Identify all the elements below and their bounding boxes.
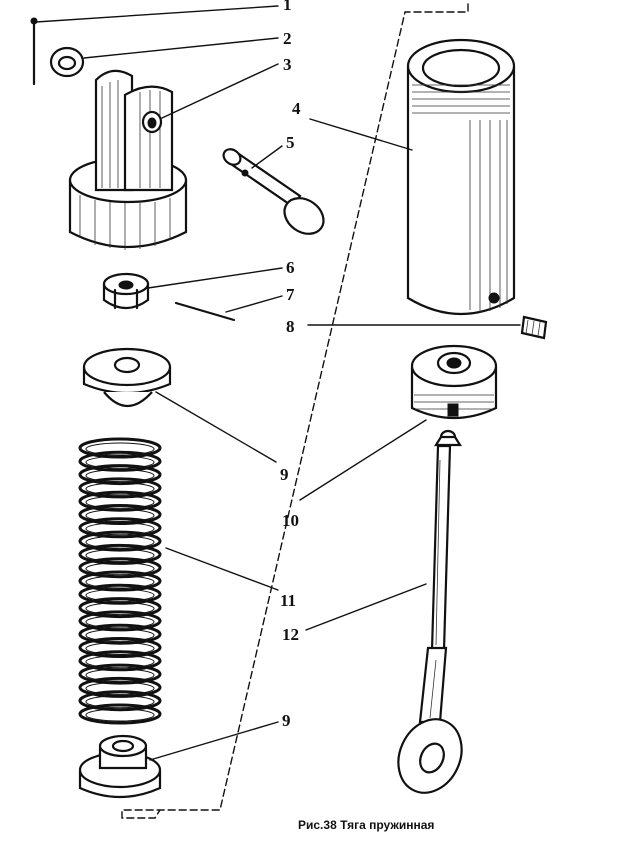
spring-coil-inner [85,495,155,509]
spring-coil-inner [85,602,155,616]
spring-coil [78,450,162,472]
spring-coil-inner [85,535,155,549]
spring-coil [78,530,162,552]
callout-9-lower: 9 [282,711,291,730]
spring-coil [78,637,162,658]
part-9-upper-spring-cup [82,347,172,407]
part-11-coil-spring [78,437,162,725]
part-10-threaded-cap [410,344,498,420]
spring-coil-inner [85,655,155,669]
callout-10: 10 [282,511,299,530]
spring-coil-inner [85,455,155,469]
figure-caption: Рис.38 Тяга пружинная [298,818,434,832]
part-6-castle-nut [102,272,150,310]
callout-9-upper: 9 [280,465,289,484]
callout-2: 2 [283,29,292,48]
spring-coil-inner [85,588,155,602]
spring-coil-inner [85,708,155,722]
leader-lines [35,5,521,761]
spring-coil-inner [85,695,155,709]
spring-coil [78,650,162,672]
callout-labels: 1 2 3 4 5 6 7 8 9 10 11 12 9 [280,0,301,730]
callout-12: 12 [282,625,299,644]
part-2-washer [49,46,85,78]
spring-coil-inner [85,642,155,655]
spring-coil-inner [85,509,155,522]
spring-coil [78,543,162,565]
callout-8: 8 [286,317,295,336]
spring-coil-inner [85,575,155,589]
spring-coil [78,597,162,619]
spring-coil [78,557,162,579]
part-3-fork-head [68,69,188,250]
callout-4: 4 [292,99,301,118]
spring-coil-inner [85,668,155,682]
part-7-cotter-pin [174,301,236,322]
spring-coil [78,663,162,685]
part-4-sleeve [406,38,516,315]
spring-coil-inner [85,615,155,629]
spring-coil-inner [85,681,155,695]
callout-11: 11 [280,591,296,610]
spring-coil-inner [85,628,155,642]
callout-5: 5 [286,133,295,152]
spring-coil [78,477,162,499]
spring-coil [78,583,162,605]
spring-coil [78,570,162,592]
spring-coil [78,490,162,512]
spring-coil-inner [85,442,155,456]
spring-coil [78,703,162,725]
spring-coil [78,623,162,645]
spring-coil-inner [85,522,155,536]
callout-1: 1 [283,0,292,14]
spring-coil [78,676,162,698]
spring-coil-inner [85,482,155,496]
spring-coil [78,517,162,539]
callout-7: 7 [286,285,295,304]
assembly-axis-line [121,3,469,819]
spring-coil [78,690,162,712]
spring-coil [78,464,162,486]
part-12-rod [397,429,463,794]
spring-coil [78,610,162,632]
spring-coil-inner [85,469,155,483]
spring-coil-inner [85,562,155,576]
part-8-grease-fitting [520,315,548,340]
spring-coil [78,504,162,525]
part-9-lower-spring-cup [78,734,162,799]
spring-coil [78,437,162,459]
part-1-pin [30,17,38,86]
spring-coil-inner [85,548,155,562]
part-5-pin [222,148,325,235]
callout-6: 6 [286,258,295,277]
callout-3: 3 [283,55,292,74]
